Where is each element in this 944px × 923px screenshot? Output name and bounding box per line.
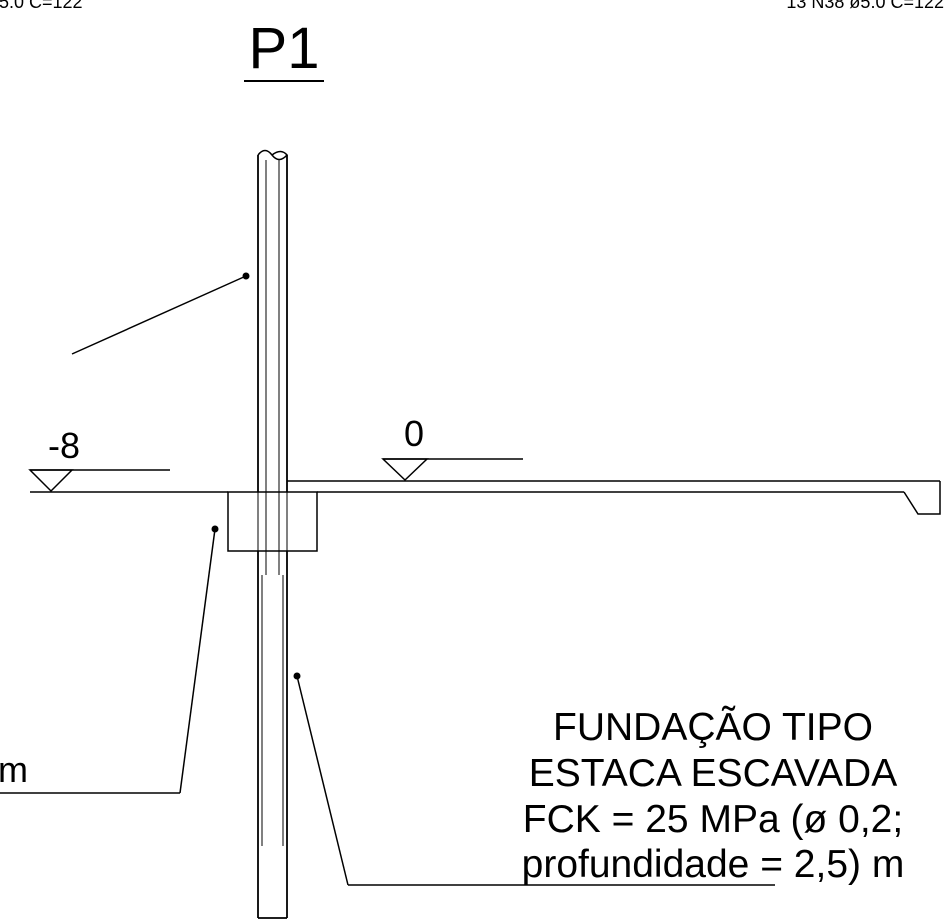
leader-line-upper <box>71 275 247 355</box>
leader-dot-left <box>211 525 219 533</box>
level-triangle-left-icon <box>28 469 74 493</box>
foundation-note-line1: FUNDAÇÃO TIPO <box>553 706 873 749</box>
level-label-left: -8 <box>48 425 80 466</box>
leader-dot-upper <box>242 272 250 280</box>
leader-line-left <box>179 528 216 794</box>
left-label-fragment: m <box>0 749 28 790</box>
level-triangle-right-icon <box>381 458 429 482</box>
corner-text-right: 13 N38 ø5.0 C=122 <box>786 0 944 12</box>
foundation-note-line3: FCK = 25 MPa (ø 0,2; <box>523 798 903 841</box>
column-upper <box>257 149 288 492</box>
foundation-note-line4: profundidade = 2,5) m <box>522 843 905 886</box>
slab-section <box>287 480 941 515</box>
level-marker-right: 0 <box>381 413 523 482</box>
foundation-note-line2: ESTACA ESCAVADA <box>529 752 897 795</box>
pile-shaft <box>257 551 288 919</box>
drawing-title: P1 <box>249 16 320 81</box>
leader-dot-right <box>293 672 301 680</box>
corner-text-left: ø5.0 C=122 <box>0 0 83 12</box>
leader-line-right <box>296 675 349 886</box>
break-line-symbol <box>257 149 288 161</box>
level-label-right: 0 <box>404 413 424 454</box>
level-marker-left: -8 <box>28 425 170 493</box>
foundation-note: FUNDAÇÃO TIPO ESTACA ESCAVADA FCK = 25 M… <box>522 706 905 886</box>
pile-cap <box>227 491 318 552</box>
